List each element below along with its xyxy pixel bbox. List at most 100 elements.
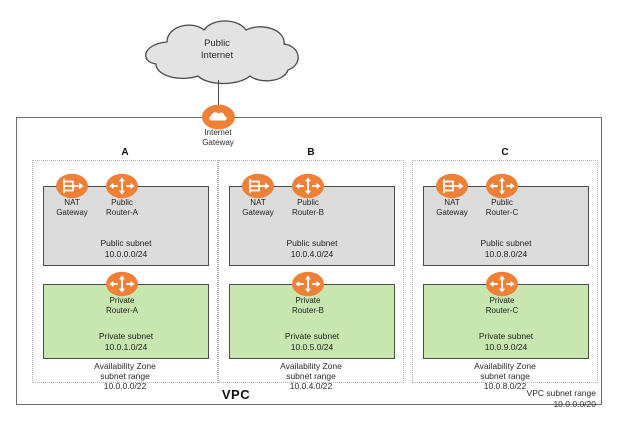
nat-label-b-line2: Gateway xyxy=(242,207,274,217)
private-subnet-c-cidr: 10.0.9.0/24 xyxy=(484,341,528,352)
router-icon xyxy=(292,173,324,199)
igw-label-line1: Internet xyxy=(204,128,232,137)
availability-zone-b: Public subnet 10.0.4.0/24 Private subnet… xyxy=(218,160,404,391)
cloud-label-line2: Internet xyxy=(200,49,234,61)
private-router-c-line2: Router-C xyxy=(485,305,519,315)
az-b-range: Availability Zone subnet range 10.0.4.0/… xyxy=(219,361,403,391)
private-subnet-a: Private subnet 10.0.1.0/24 xyxy=(43,284,209,359)
private-subnet-a-caption: Private subnet 10.0.1.0/24 xyxy=(44,331,208,352)
nat-label-a-line2: Gateway xyxy=(56,207,88,217)
public-subnet-b: Public subnet 10.0.4.0/24 xyxy=(229,186,395,266)
router-icon xyxy=(486,173,518,199)
public-router-node-c[interactable] xyxy=(485,173,519,199)
private-subnet-c-caption: Private subnet 10.0.9.0/24 xyxy=(424,331,588,352)
internet-gateway-icon xyxy=(202,104,235,130)
private-subnet-a-cidr: 10.0.1.0/24 xyxy=(104,341,148,352)
availability-zone-c: Public subnet 10.0.8.0/24 Private subnet… xyxy=(412,160,598,391)
public-internet-label: Public Internet xyxy=(112,38,322,61)
public-subnet-c: Public subnet 10.0.8.0/24 xyxy=(423,186,589,266)
az-a-range-line2: subnet range xyxy=(100,371,150,381)
cloud-to-gateway-connector xyxy=(218,80,219,116)
private-router-label-b: Private Router-B xyxy=(270,296,346,315)
nat-gateway-icon xyxy=(242,173,274,199)
vpc-range-value: 10.0.0.0/20 xyxy=(553,398,596,409)
private-subnet-b-name: Private subnet xyxy=(284,331,340,341)
public-subnet-a: Public subnet 10.0.0.0/24 xyxy=(43,186,209,266)
nat-gateway-label-a: NAT Gateway xyxy=(34,198,110,217)
public-router-node-a[interactable] xyxy=(105,173,139,199)
nat-label-a-line1: NAT xyxy=(64,198,80,207)
private-router-node-c[interactable] xyxy=(485,271,519,297)
private-router-b-line1: Private xyxy=(295,296,321,305)
az-b-range-value: 10.0.4.0/22 xyxy=(289,381,333,391)
public-router-b-line1: Public xyxy=(297,198,319,207)
nat-gateway-icon xyxy=(56,173,88,199)
az-b-range-line1: Availability Zone xyxy=(280,361,342,371)
az-letter-b: B xyxy=(307,147,315,158)
private-router-b-line2: Router-B xyxy=(291,305,324,315)
az-a-range-line1: Availability Zone xyxy=(94,361,156,371)
private-subnet-b-cidr: 10.0.5.0/24 xyxy=(290,341,334,352)
nat-gateway-label-c: NAT Gateway xyxy=(414,198,490,217)
internet-gateway-label: Internet Gateway xyxy=(178,128,258,147)
az-letter-c: C xyxy=(501,147,509,158)
nat-gateway-node-a[interactable] xyxy=(55,173,89,199)
private-router-node-b[interactable] xyxy=(291,271,325,297)
private-router-label-a: Private Router-A xyxy=(84,296,160,315)
public-subnet-a-caption: Public subnet 10.0.0.0/24 xyxy=(44,238,208,259)
public-router-c-line1: Public xyxy=(491,198,513,207)
nat-gateway-label-b: NAT Gateway xyxy=(220,198,296,217)
public-router-c-line2: Router-C xyxy=(485,207,519,217)
az-c-range-value: 10.0.8.0/22 xyxy=(483,381,527,391)
router-icon xyxy=(106,173,138,199)
nat-label-b-line1: NAT xyxy=(250,198,266,207)
vpc-title: VPC xyxy=(221,387,251,402)
public-router-a-line1: Public xyxy=(111,198,133,207)
public-subnet-a-cidr: 10.0.0.0/24 xyxy=(104,248,148,259)
public-router-label-b: Public Router-B xyxy=(270,198,346,217)
public-subnet-b-cidr: 10.0.4.0/24 xyxy=(290,248,334,259)
public-router-node-b[interactable] xyxy=(291,173,325,199)
private-router-a-line1: Private xyxy=(109,296,135,305)
az-c-range-line2: subnet range xyxy=(480,371,530,381)
az-a-range: Availability Zone subnet range 10.0.0.0/… xyxy=(33,361,217,391)
private-router-node-a[interactable] xyxy=(105,271,139,297)
vpc-subnet-range: VPC subnet range 10.0.0.0/20 xyxy=(527,388,596,409)
private-subnet-b: Private subnet 10.0.5.0/24 xyxy=(229,284,395,359)
public-internet-cloud: Public Internet xyxy=(112,12,322,92)
private-router-a-line2: Router-A xyxy=(105,305,138,315)
cloud-icon xyxy=(145,20,299,85)
private-subnet-c-name: Private subnet xyxy=(478,331,534,341)
az-letter-a: A xyxy=(121,147,129,158)
vpc-range-label: VPC subnet range xyxy=(526,388,596,398)
nat-gateway-node-b[interactable] xyxy=(241,173,275,199)
public-subnet-b-name: Public subnet xyxy=(286,238,338,248)
az-c-range-line1: Availability Zone xyxy=(474,361,536,371)
nat-label-c-line2: Gateway xyxy=(436,207,468,217)
az-a-range-value: 10.0.0.0/22 xyxy=(103,381,147,391)
router-icon xyxy=(486,271,518,297)
az-c-range: Availability Zone subnet range 10.0.8.0/… xyxy=(413,361,597,391)
igw-label-line2: Gateway xyxy=(202,137,234,147)
public-router-label-c: Public Router-C xyxy=(464,198,540,217)
nat-label-c-line1: NAT xyxy=(444,198,460,207)
router-icon xyxy=(292,271,324,297)
private-subnet-a-name: Private subnet xyxy=(98,331,154,341)
az-b-range-line2: subnet range xyxy=(286,371,336,381)
router-icon xyxy=(106,271,138,297)
vpc-boundary xyxy=(16,117,602,405)
public-subnet-b-caption: Public subnet 10.0.4.0/24 xyxy=(230,238,394,259)
public-router-label-a: Public Router-A xyxy=(84,198,160,217)
public-router-b-line2: Router-B xyxy=(291,207,324,217)
private-router-c-line1: Private xyxy=(489,296,515,305)
public-subnet-c-name: Public subnet xyxy=(480,238,532,248)
private-router-label-c: Private Router-C xyxy=(464,296,540,315)
public-subnet-c-cidr: 10.0.8.0/24 xyxy=(484,248,528,259)
internet-gateway-node[interactable] xyxy=(201,104,236,130)
availability-zone-a: Public subnet 10.0.0.0/24 Private subnet… xyxy=(32,160,218,391)
nat-gateway-icon xyxy=(436,173,468,199)
nat-gateway-node-c[interactable] xyxy=(435,173,469,199)
private-subnet-c: Private subnet 10.0.9.0/24 xyxy=(423,284,589,359)
public-subnet-c-caption: Public subnet 10.0.8.0/24 xyxy=(424,238,588,259)
cloud-label-line1: Public xyxy=(204,38,230,49)
